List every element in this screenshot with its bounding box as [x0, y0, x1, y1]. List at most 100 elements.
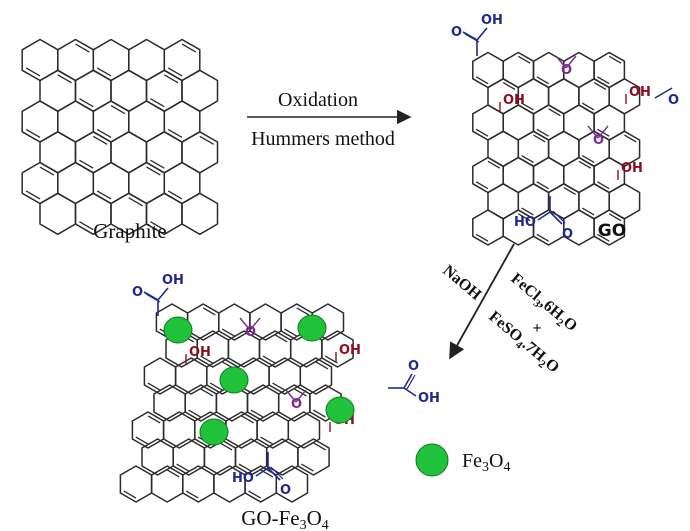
hexagon-ring [92, 38, 130, 82]
epoxy-bond [587, 125, 599, 139]
double-bond [92, 135, 108, 145]
hexagon-ring [162, 411, 196, 449]
carboxyl-hydroxyl: HO [232, 471, 254, 486]
double-bond [517, 213, 531, 222]
double-bond [521, 207, 534, 216]
double-bond [284, 328, 298, 337]
double-bond [536, 128, 549, 137]
hexagon-ring [532, 209, 565, 246]
hexagon-ring [57, 161, 95, 205]
hexagon-ring [153, 384, 186, 422]
hexagon-ring [119, 465, 153, 503]
hexagon-ring [487, 130, 520, 168]
hexagon-ring [143, 357, 177, 395]
hexagon-ring [92, 161, 130, 205]
double-bond [238, 463, 252, 472]
go-lattice [472, 51, 641, 246]
hexagon-ring [128, 100, 166, 143]
carboxyl-double-bond [464, 33, 480, 43]
double-bond [176, 463, 190, 472]
hexagon-ring [163, 161, 201, 205]
hexagon-ring [163, 38, 201, 82]
double-bond [163, 74, 179, 84]
carboxyl-oxygen: O [408, 359, 419, 374]
double-bond [150, 98, 165, 108]
hexagon-ring [128, 161, 166, 205]
hydroxyl-group: OH [503, 93, 525, 108]
hexagon-ring [225, 411, 258, 449]
double-bond [250, 409, 264, 418]
double-bond [123, 490, 137, 499]
hexagon-ring [321, 330, 354, 368]
hexagon-ring [174, 357, 208, 395]
double-bond [581, 155, 595, 163]
hexagon-ring [145, 69, 183, 113]
legend-particle-icon [415, 443, 449, 477]
go-fe3o4-functional-groups: OOHHOOOOHOOOHOHOH [132, 273, 440, 498]
double-bond [262, 355, 276, 364]
double-bond [96, 190, 112, 200]
fe3o4-particle [219, 366, 249, 394]
carboxyl-double-bond [145, 293, 161, 303]
carboxyl-bond [143, 291, 159, 301]
epoxy-oxygen: O [245, 325, 256, 340]
hydroxyl-group: OH [621, 161, 643, 176]
double-bond [75, 43, 90, 53]
double-bond [312, 409, 326, 418]
double-bond [521, 102, 534, 111]
hexagon-ring [287, 411, 321, 449]
double-bond [128, 197, 143, 207]
double-bond [563, 187, 576, 195]
go-fe3o4-lattice [119, 303, 354, 503]
carboxyl-bond [403, 387, 417, 397]
double-bond [597, 76, 610, 85]
hexagon-ring [74, 69, 112, 113]
carboxyl-hydroxyl: OH [481, 13, 503, 28]
carboxyl-bond [654, 87, 673, 99]
carboxyl-double-bond [270, 466, 284, 480]
double-bond [146, 166, 161, 176]
hexagon-ring [256, 411, 290, 449]
carboxyl-oxygen: O [562, 227, 573, 242]
hexagon-ring [21, 38, 59, 82]
double-bond [593, 82, 607, 90]
hexagon-ring [309, 384, 342, 422]
double-bond [624, 134, 637, 143]
hexagon-ring [517, 130, 550, 168]
double-bond [581, 102, 595, 111]
hexagon-ring [181, 131, 219, 174]
double-bond [581, 207, 595, 216]
epoxy-bond [239, 317, 251, 331]
carboxyl-bond [255, 467, 269, 477]
double-bond [39, 166, 55, 176]
double-bond [521, 155, 534, 163]
carboxyl-oxygen: O [280, 483, 291, 498]
double-bond [110, 104, 126, 115]
carboxyl-bond [462, 31, 478, 41]
double-bond [150, 159, 165, 169]
double-bond [150, 221, 165, 231]
hexagon-ring [268, 357, 302, 395]
hexagon-ring [547, 78, 580, 115]
hydroxyl-group: OH [189, 345, 211, 360]
hexagon-ring [578, 183, 610, 220]
carboxyl-bond [549, 211, 563, 225]
double-bond [209, 382, 223, 391]
carboxyl-bond [537, 211, 551, 221]
double-bond [135, 436, 149, 445]
hummers-method-label: Hummers method [251, 128, 395, 150]
double-bond [185, 490, 199, 499]
hexagon-ring [184, 384, 218, 422]
epoxy-bond [249, 317, 261, 331]
hexagon-ring [181, 192, 219, 236]
double-bond [25, 67, 41, 77]
double-bond [608, 213, 622, 222]
double-bond [597, 181, 610, 190]
hexagon-ring [145, 131, 183, 174]
carboxyl-double-bond [406, 374, 416, 390]
double-bond [597, 233, 610, 242]
hexagon-ring [39, 131, 77, 174]
carboxyl-hydroxyl: OH [418, 391, 440, 406]
double-bond [200, 388, 214, 397]
